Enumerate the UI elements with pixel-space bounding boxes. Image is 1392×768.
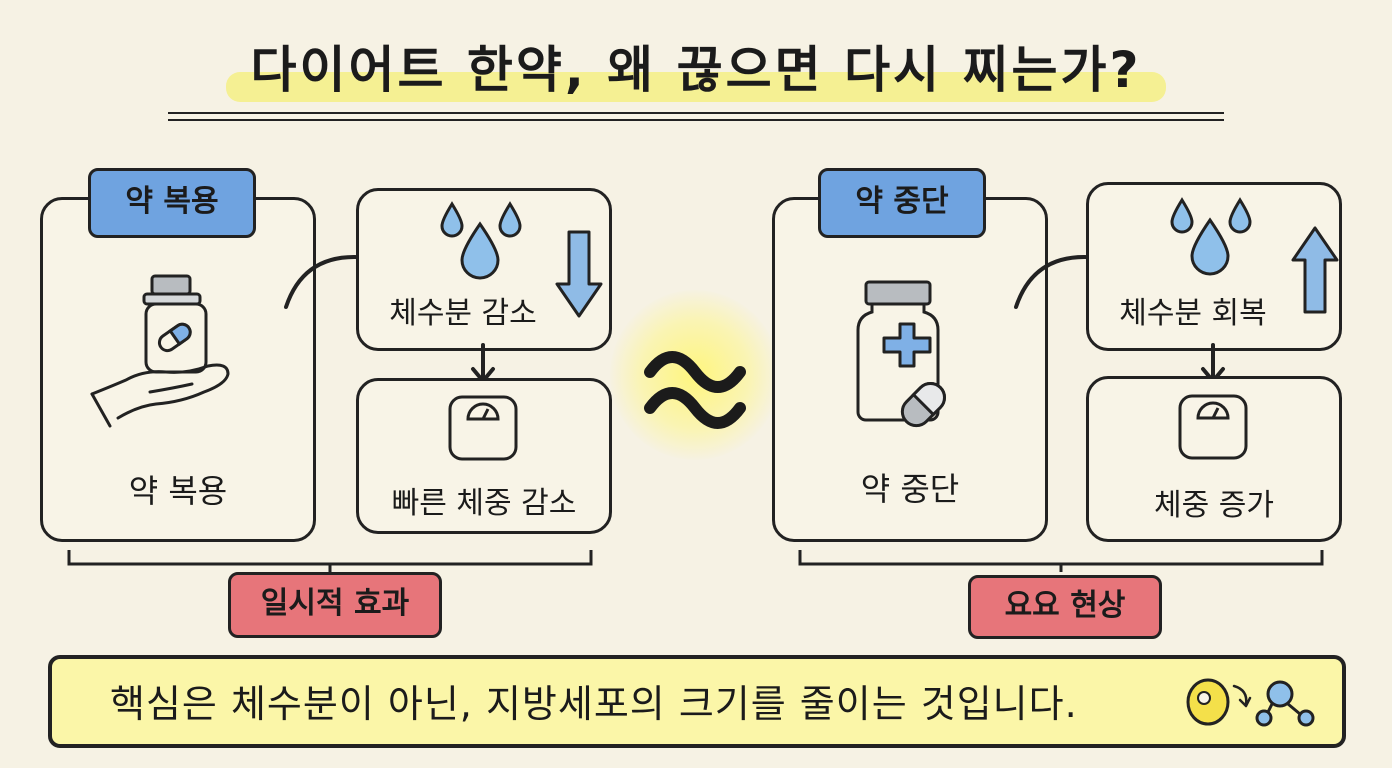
right-footer-label: 요요 현상 [968, 575, 1162, 639]
title-underline-1 [168, 112, 1224, 114]
summary-text: 핵심은 체수분이 아닌, 지방세포의 크기를 줄이는 것입니다. [110, 682, 1078, 726]
right-water-label: 체수분 회복 [1119, 296, 1267, 331]
arrow-down-icon [555, 230, 603, 318]
right-main-label: 약 중단 [860, 470, 960, 508]
title-area: 다이어트 한약, 왜 끊으면 다시 찌는가? [0, 28, 1392, 108]
medicine-bottle-cross-icon [856, 280, 946, 428]
water-drops-icon [440, 201, 522, 280]
water-drops-icon [1170, 197, 1252, 276]
bathroom-scale-icon [1178, 394, 1248, 460]
arrow-up-icon [1291, 226, 1339, 314]
left-scale-label: 빠른 체중 감소 [391, 486, 577, 521]
right-scale-label: 체중 증가 [1154, 488, 1274, 523]
left-water-label: 체수분 감소 [389, 296, 537, 331]
left-header-label: 약 복용 [88, 168, 256, 238]
summary-box [48, 655, 1346, 748]
left-footer-label: 일시적 효과 [228, 572, 442, 638]
right-header-label: 약 중단 [818, 168, 986, 238]
approx-symbol: ≈ [644, 351, 746, 429]
bathroom-scale-icon [448, 395, 518, 461]
pill-bottle-hand-icon [90, 274, 230, 428]
left-bracket [67, 550, 593, 572]
left-main-label: 약 복용 [128, 472, 228, 510]
title-underline-2 [168, 119, 1224, 121]
right-bracket [798, 550, 1324, 572]
fat-cell-molecule-icon [1186, 678, 1315, 727]
page-title: 다이어트 한약, 왜 끊으면 다시 찌는가? [226, 28, 1166, 108]
